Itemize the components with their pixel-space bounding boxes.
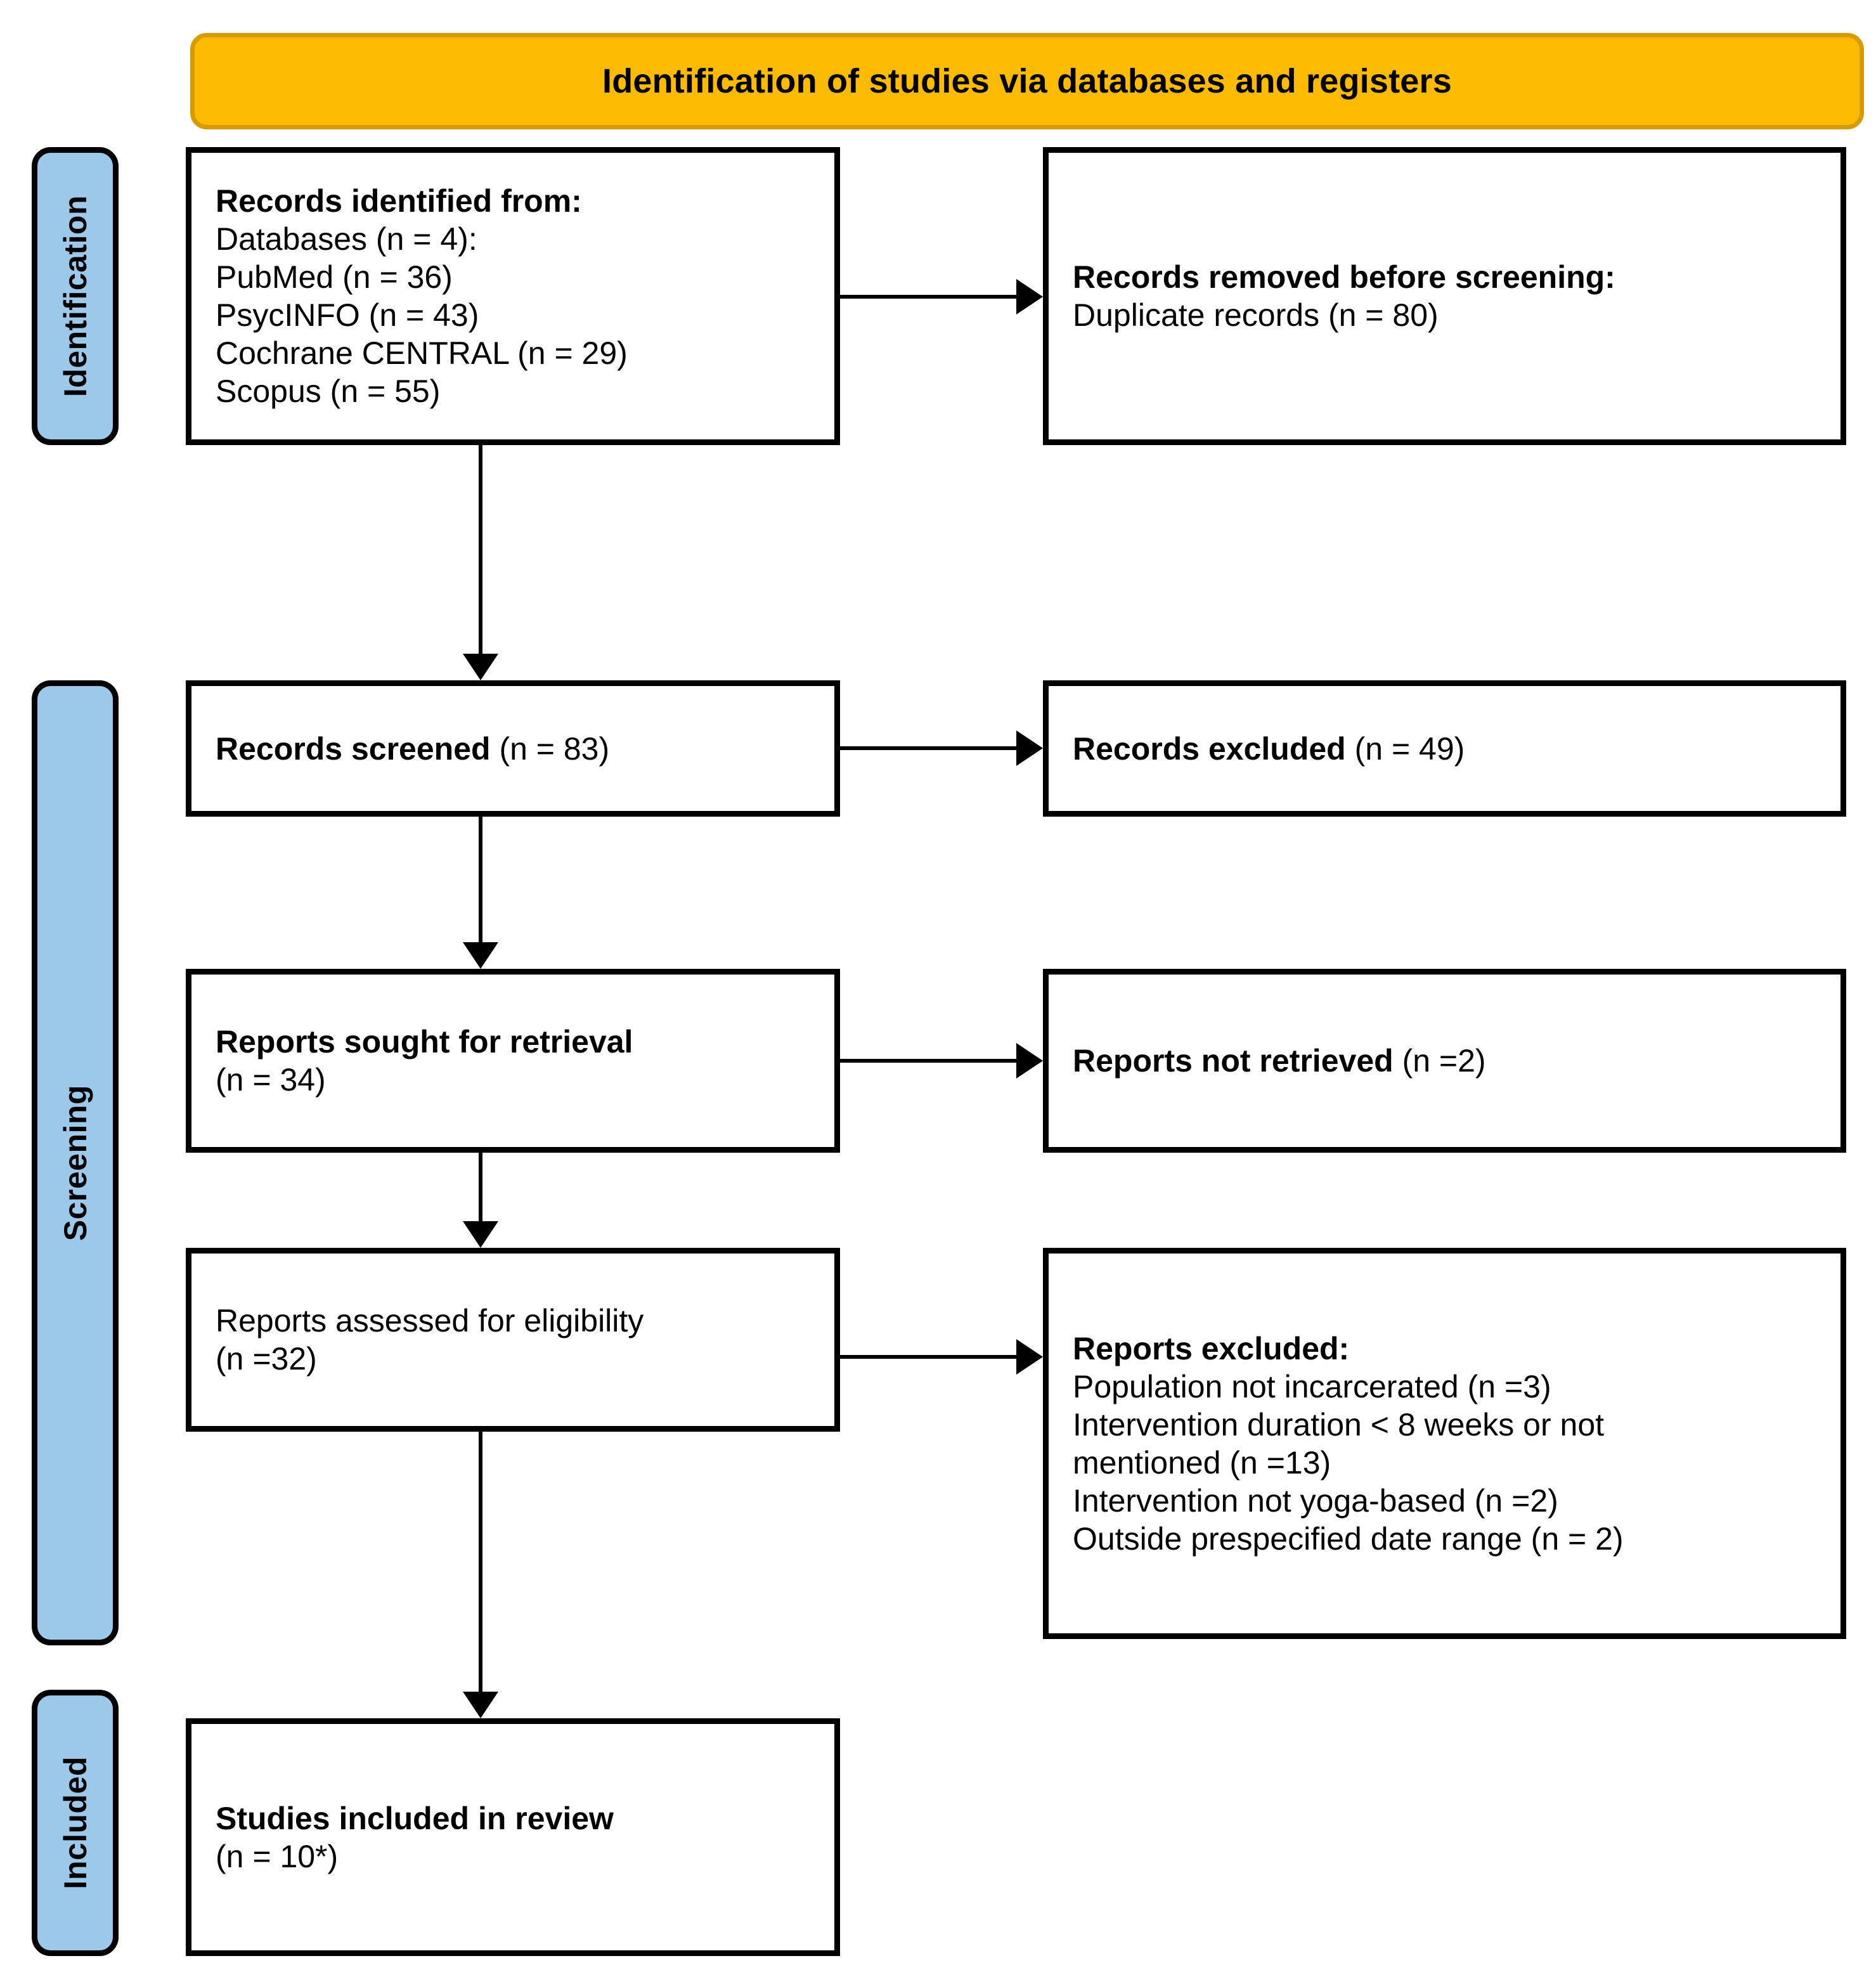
reports-not-retrieved-label: Reports not retrieved (1073, 1043, 1394, 1079)
arrow-shaft (840, 1355, 1016, 1359)
records-excluded-text: Records excluded (n = 49) (1073, 730, 1816, 768)
stage-tab-included-label: Included (57, 1756, 93, 1889)
arrow-shaft (840, 746, 1016, 750)
arrow-sought-to-not-retrieved (840, 1043, 1043, 1079)
arrow-shaft (479, 1153, 482, 1221)
records-screened-label: Records screened (216, 730, 491, 767)
arrow-sought-to-assessed (462, 1153, 499, 1248)
arrow-head-icon (1016, 1339, 1043, 1375)
studies-included-label: Studies included in review (216, 1800, 614, 1836)
box-records-removed: Records removed before screening: Duplic… (1043, 147, 1846, 445)
reports-assessed-label: Reports assessed for eligibility (216, 1303, 644, 1338)
stage-tab-included: Included (32, 1690, 119, 1956)
stage-tab-screening-label: Screening (57, 1084, 93, 1241)
box-records-excluded: Records excluded (n = 49) (1043, 680, 1846, 817)
studies-included-count: (n = 10*) (216, 1838, 339, 1874)
records-excluded-label: Records excluded (1073, 730, 1346, 767)
records-removed-heading: Records removed before screening: (1073, 259, 1615, 295)
reports-excluded-reason-date-range: Outside prespecified date range (n = 2) (1073, 1520, 1624, 1557)
box-studies-included: Studies included in review (n = 10*) (186, 1718, 840, 1956)
records-removed-line-duplicates: Duplicate records (n = 80) (1073, 297, 1439, 333)
stage-banner-identification: Identification of studies via databases … (190, 33, 1864, 129)
arrow-head-icon (463, 1221, 498, 1248)
records-screened-count: (n = 83) (490, 730, 610, 767)
records-identified-line-cochrane: Cochrane CENTRAL (n = 29) (216, 335, 628, 371)
box-records-screened: Records screened (n = 83) (186, 680, 840, 817)
arrow-head-icon (463, 942, 498, 969)
box-reports-assessed: Reports assessed for eligibility (n =32) (186, 1248, 840, 1432)
records-screened-text: Records screened (n = 83) (216, 730, 810, 768)
arrow-identified-to-removed (840, 279, 1043, 314)
reports-excluded-reason-not-yoga: Intervention not yoga-based (n =2) (1073, 1482, 1558, 1519)
arrow-screened-to-sought (462, 817, 499, 969)
stage-tab-screening: Screening (32, 680, 119, 1645)
stage-tab-identification: Identification (32, 147, 119, 445)
arrow-shaft (840, 1059, 1016, 1063)
reports-excluded-heading: Reports excluded: (1073, 1330, 1350, 1366)
box-reports-sought: Reports sought for retrieval (n = 34) (186, 969, 840, 1153)
arrow-head-icon (1016, 730, 1043, 766)
reports-not-retrieved-count: (n =2) (1393, 1043, 1486, 1079)
arrow-head-icon (1016, 1043, 1043, 1079)
arrow-shaft (840, 295, 1016, 299)
reports-sought-count: (n = 34) (216, 1062, 326, 1098)
arrow-identified-to-screened (462, 445, 499, 680)
records-identified-line-psycinfo: PsycINFO (n = 43) (216, 297, 479, 333)
reports-excluded-reason-duration-line2: mentioned (n =13) (1073, 1444, 1331, 1481)
reports-excluded-reason-duration-line1: Intervention duration < 8 weeks or not (1073, 1406, 1605, 1442)
records-identified-line-pubmed: PubMed (n = 36) (216, 259, 453, 295)
arrow-assessed-to-excluded (840, 1339, 1043, 1375)
reports-assessed-count: (n =32) (216, 1341, 317, 1377)
reports-excluded-reason-population: Population not incarcerated (n =3) (1073, 1368, 1551, 1404)
reports-not-retrieved-text: Reports not retrieved (n =2) (1073, 1042, 1816, 1080)
records-identified-line-scopus: Scopus (n = 55) (216, 373, 441, 409)
box-records-identified: Records identified from: Databases (n = … (186, 147, 840, 445)
arrow-head-icon (463, 1692, 498, 1718)
records-identified-heading: Records identified from: (216, 183, 582, 219)
stage-banner-title: Identification of studies via databases … (602, 62, 1452, 100)
arrow-shaft (479, 817, 482, 942)
arrow-screened-to-excluded (840, 730, 1043, 766)
arrow-head-icon (1016, 279, 1043, 314)
records-excluded-count: (n = 49) (1345, 730, 1465, 767)
records-identified-line-databases: Databases (n = 4): (216, 221, 477, 257)
arrow-shaft (479, 1432, 482, 1692)
arrow-head-icon (463, 654, 498, 680)
stage-tab-identification-label: Identification (57, 195, 93, 398)
box-reports-excluded: Reports excluded: Population not incarce… (1043, 1248, 1846, 1639)
arrow-assessed-to-included (462, 1432, 499, 1718)
arrow-shaft (479, 445, 482, 654)
box-reports-not-retrieved: Reports not retrieved (n =2) (1043, 969, 1846, 1153)
reports-sought-label: Reports sought for retrieval (216, 1024, 633, 1060)
